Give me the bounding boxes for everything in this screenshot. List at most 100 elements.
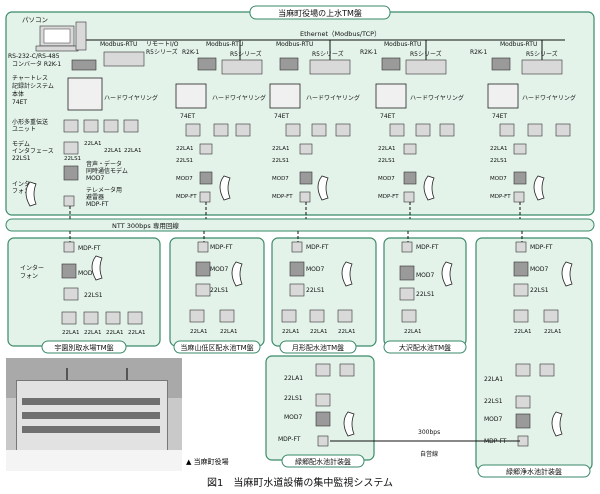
ubetsu-mod7: MOD7 (78, 270, 97, 277)
hardwire-2: ハードワイヤリング (212, 94, 266, 102)
ubetsu-mdp: MDP-FT (78, 245, 101, 252)
col2-22la1: 22LA1 (176, 146, 193, 152)
rdist-mod7: MOD7 (284, 414, 303, 421)
ubetsu-la-3: 22LA1 (106, 330, 123, 336)
ryokugo-bottom-22ls1: 22LS1 (484, 398, 503, 405)
col5-22ls1: 22LS1 (490, 158, 507, 164)
mod7-upper-left: MOD7 (86, 175, 105, 182)
upper-left-22la1-b: 22LA1 (104, 148, 121, 154)
col3-22ls1: 22LS1 (272, 158, 289, 164)
74et-2: 74ET (180, 113, 195, 120)
panel-ubetsu-title: 宇園別取水場TM盤 (54, 343, 113, 352)
panel-ryokugo-outer: 緑郷浄水池計装盤 MDP-FT MOD7 22LS1 22LA1 22LA1 2… (475, 237, 593, 478)
74et-4: 74ET (380, 113, 395, 120)
panel-osawa-title: 大沢配水池TM盤 (399, 343, 451, 352)
col2-mod7: MOD7 (176, 176, 193, 182)
osawa-mod7: MOD7 (416, 272, 435, 279)
hardwire-1: ハードワイヤリング (104, 94, 158, 102)
hardwire-4: ハードワイヤリング (410, 94, 464, 102)
ubetsu-la-1: 22LA1 (62, 330, 79, 336)
ethernet-label: Ethernet（Modbus/TCP） (300, 30, 381, 38)
col3-mod7: MOD7 (272, 176, 289, 182)
rdist-22la1: 22LA1 (284, 375, 303, 382)
74et-5: 74ET (492, 113, 507, 120)
rdist-22ls1: 22LS1 (284, 395, 303, 402)
tomasan-la-1: 22LA1 (190, 329, 207, 335)
arrester-2: 避雷器 (86, 193, 104, 201)
panel-ryokugo-water-title: 緑郷浄水池計装盤 (506, 467, 562, 476)
voice-data-1: 音声・データ (86, 160, 122, 168)
r2k1-4: R2K-1 (360, 49, 377, 56)
osawa-la-1: 22LA1 (404, 329, 421, 335)
ryokugo-bottom-22la1: 22LA1 (484, 376, 503, 383)
tomasan-mod7: MOD7 (210, 266, 229, 273)
tsukigata-mod7: MOD7 (306, 266, 325, 273)
modbus-5: Modbus-RTU (500, 41, 537, 48)
rs232-label: RS-232-C/RS-485 (8, 53, 60, 60)
ubetsu-interphone-2: フォン (20, 273, 38, 280)
col4-mod7: MOD7 (378, 176, 395, 182)
modem-interface-3: 22LS1 (12, 155, 31, 162)
col5-22la1: 22LA1 (490, 146, 507, 152)
ryokugo-top-mdp: MDP-FT (530, 244, 553, 251)
mdp-ft-upper-left: MDP-FT (86, 201, 109, 208)
r5-series-3: R5シリーズ (312, 50, 344, 58)
panel-ubetsu: 宇園別取水場TM盤 MDP-FT MOD7 22LS1 インター フォン 22L… (7, 237, 161, 354)
office-panel-title: 当麻町役場の上水TM盤 (278, 8, 362, 18)
col5-mod7: MOD7 (490, 176, 507, 182)
recorder-label-1: チャートレス (12, 75, 48, 82)
recorder-label-2: 記録計システム (12, 82, 54, 90)
74et-3: 74ET (274, 113, 289, 120)
arrester-1: テレメータ用 (86, 186, 122, 194)
r5-module-1 (103, 51, 145, 67)
col4-22ls1: 22LS1 (378, 158, 395, 164)
modem-interface-2: インタフェース (12, 147, 54, 155)
private-line-label: 自営線 (420, 450, 438, 458)
panel-tomasan: 当麻山低区配水池TM盤 MDP-FT MOD7 22LS1 22LA1 22LA… (169, 237, 265, 354)
panel-tsukigata: 月形配水池TM盤 MDP-FT MOD7 22LS1 22LA1 22LA1 2… (271, 237, 377, 354)
ntt-drops (69, 202, 523, 242)
interphone-label-1: インター (12, 180, 36, 188)
panel-tomasan-title: 当麻山低区配水池TM盤 (180, 343, 253, 352)
col4-mdp: MDP-FT (378, 194, 399, 200)
recorder-label-3: 本体 (12, 90, 24, 98)
upper-left-22ls1: 22LS1 (64, 156, 81, 162)
tsukigata-la-3: 22LA1 (338, 329, 355, 335)
converter-icon (71, 59, 97, 71)
r5-series-1a: R5シリーズ (146, 48, 178, 56)
hardwire-3: ハードワイヤリング (306, 94, 360, 102)
town-office-photo (6, 358, 182, 471)
osawa-mdp: MDP-FT (416, 244, 439, 251)
ryokugo-top-22ls1: 22LS1 (530, 287, 549, 294)
tsukigata-la-2: 22LA1 (310, 329, 327, 335)
col4-22la1: 22LA1 (378, 146, 395, 152)
upper-column-2: R2K-1 Modbus-RTU R5シリーズ 74ET ハードワイヤリング 2… (175, 41, 266, 203)
upper-left-22la1-a: 22LA1 (84, 141, 101, 147)
converter-label: コンバータ R2K-1 (12, 60, 61, 68)
private-line-speed: 300bps (418, 429, 440, 436)
ntt-line-label: NTT 300bps 専用回線 (112, 221, 179, 230)
tsukigata-mdp: MDP-FT (306, 244, 329, 251)
modbus-2: Modbus-RTU (206, 41, 243, 48)
remote-io-1: リモートI/O (146, 41, 179, 48)
panel-ryokugo-distribution: 緑郷配水池計装盤 22LA1 22LS1 MOD7 MDP-FT (265, 355, 375, 468)
modem-interface-1: モデム (12, 140, 30, 148)
ryokugo-top-la-2: 22LA1 (544, 329, 561, 335)
tsukigata-la-1: 22LA1 (282, 329, 299, 335)
tomasan-22ls1: 22LS1 (210, 287, 229, 294)
small-telemeter-2: ユニット (12, 126, 36, 133)
voice-data-2: 同時通信モデム (86, 167, 128, 175)
col2-22ls1: 22LS1 (176, 158, 193, 164)
ryokugo-bottom-mod7: MOD7 (484, 416, 503, 423)
ryokugo-top-la-1: 22LA1 (514, 329, 531, 335)
panel-osawa: 大沢配水池TM盤 MDP-FT MOD7 22LS1 22LA1 (383, 237, 467, 354)
ntt-line-band (5, 218, 595, 232)
pc-icon (35, 21, 87, 52)
figure-caption: 図1 当麻町水道設備の集中監視システム (206, 478, 394, 489)
interphone-label-2: フォン (12, 188, 30, 195)
r2k1-5: R2K-1 (470, 49, 487, 56)
panel-tsukigata-title: 月形配水池TM盤 (292, 343, 344, 352)
tomasan-mdp: MDP-FT (210, 244, 233, 251)
